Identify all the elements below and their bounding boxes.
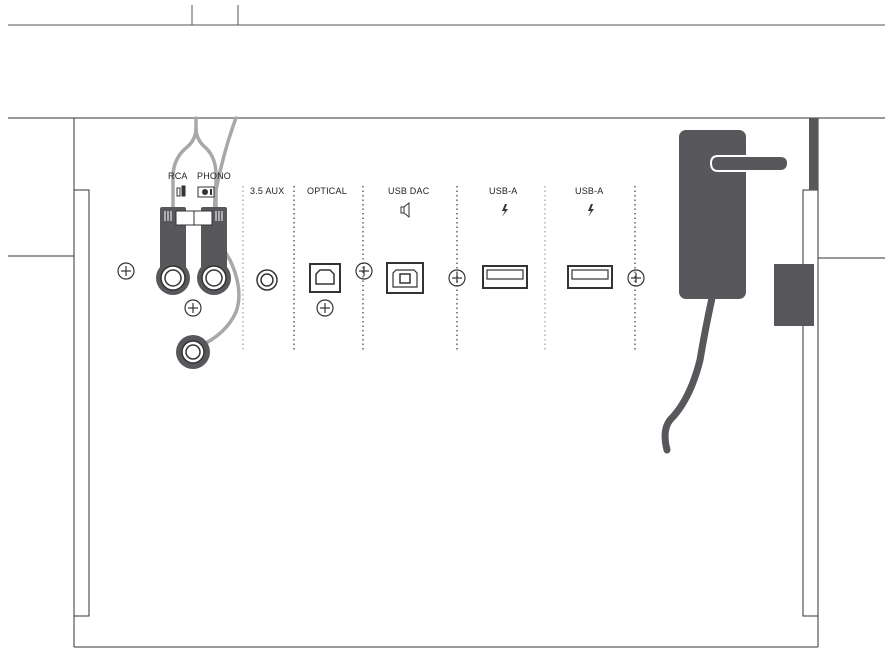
side-ledges <box>8 255 885 259</box>
optical-port[interactable] <box>309 263 341 293</box>
panel-separators <box>242 186 636 350</box>
screw-icon <box>448 269 466 287</box>
usb-a-1-port[interactable] <box>482 265 528 289</box>
screw-icon <box>355 262 373 280</box>
screw-icon <box>316 299 334 317</box>
power-adapter-icon <box>661 130 790 454</box>
left-leg <box>73 189 90 617</box>
usb-dac-label: USB DAC <box>388 186 430 196</box>
gray-cables <box>171 116 241 348</box>
speaker-icon <box>400 201 410 219</box>
aux-jack[interactable] <box>256 269 278 291</box>
rca-cable-plugs <box>160 207 227 269</box>
rca-plug-icon <box>176 185 186 197</box>
cable-clip <box>774 264 814 326</box>
phono-switch-icon <box>197 186 215 198</box>
usb-a-1-label: USB-A <box>489 186 518 196</box>
right-leg <box>802 189 819 617</box>
rca-label: RCA <box>168 171 188 181</box>
ground-plug <box>176 335 210 369</box>
lightning-bolt-icon <box>588 204 594 217</box>
screw-icon <box>184 299 202 317</box>
usb-a-2-port[interactable] <box>567 265 613 289</box>
optical-label: OPTICAL <box>307 186 347 196</box>
screw-icon <box>117 262 135 280</box>
usb-dac-port[interactable] <box>386 262 424 294</box>
lightning-bolt-icon <box>502 204 508 217</box>
cabinet <box>8 117 885 648</box>
screws <box>117 262 645 317</box>
rca-jacks[interactable] <box>156 261 231 295</box>
aux-label: 3.5 AUX <box>250 186 284 196</box>
usb-a-2-label: USB-A <box>575 186 604 196</box>
top-shelf <box>8 5 885 26</box>
screw-icon <box>627 269 645 287</box>
phono-label: PHONO <box>197 171 231 181</box>
wall-bracket <box>809 118 818 190</box>
